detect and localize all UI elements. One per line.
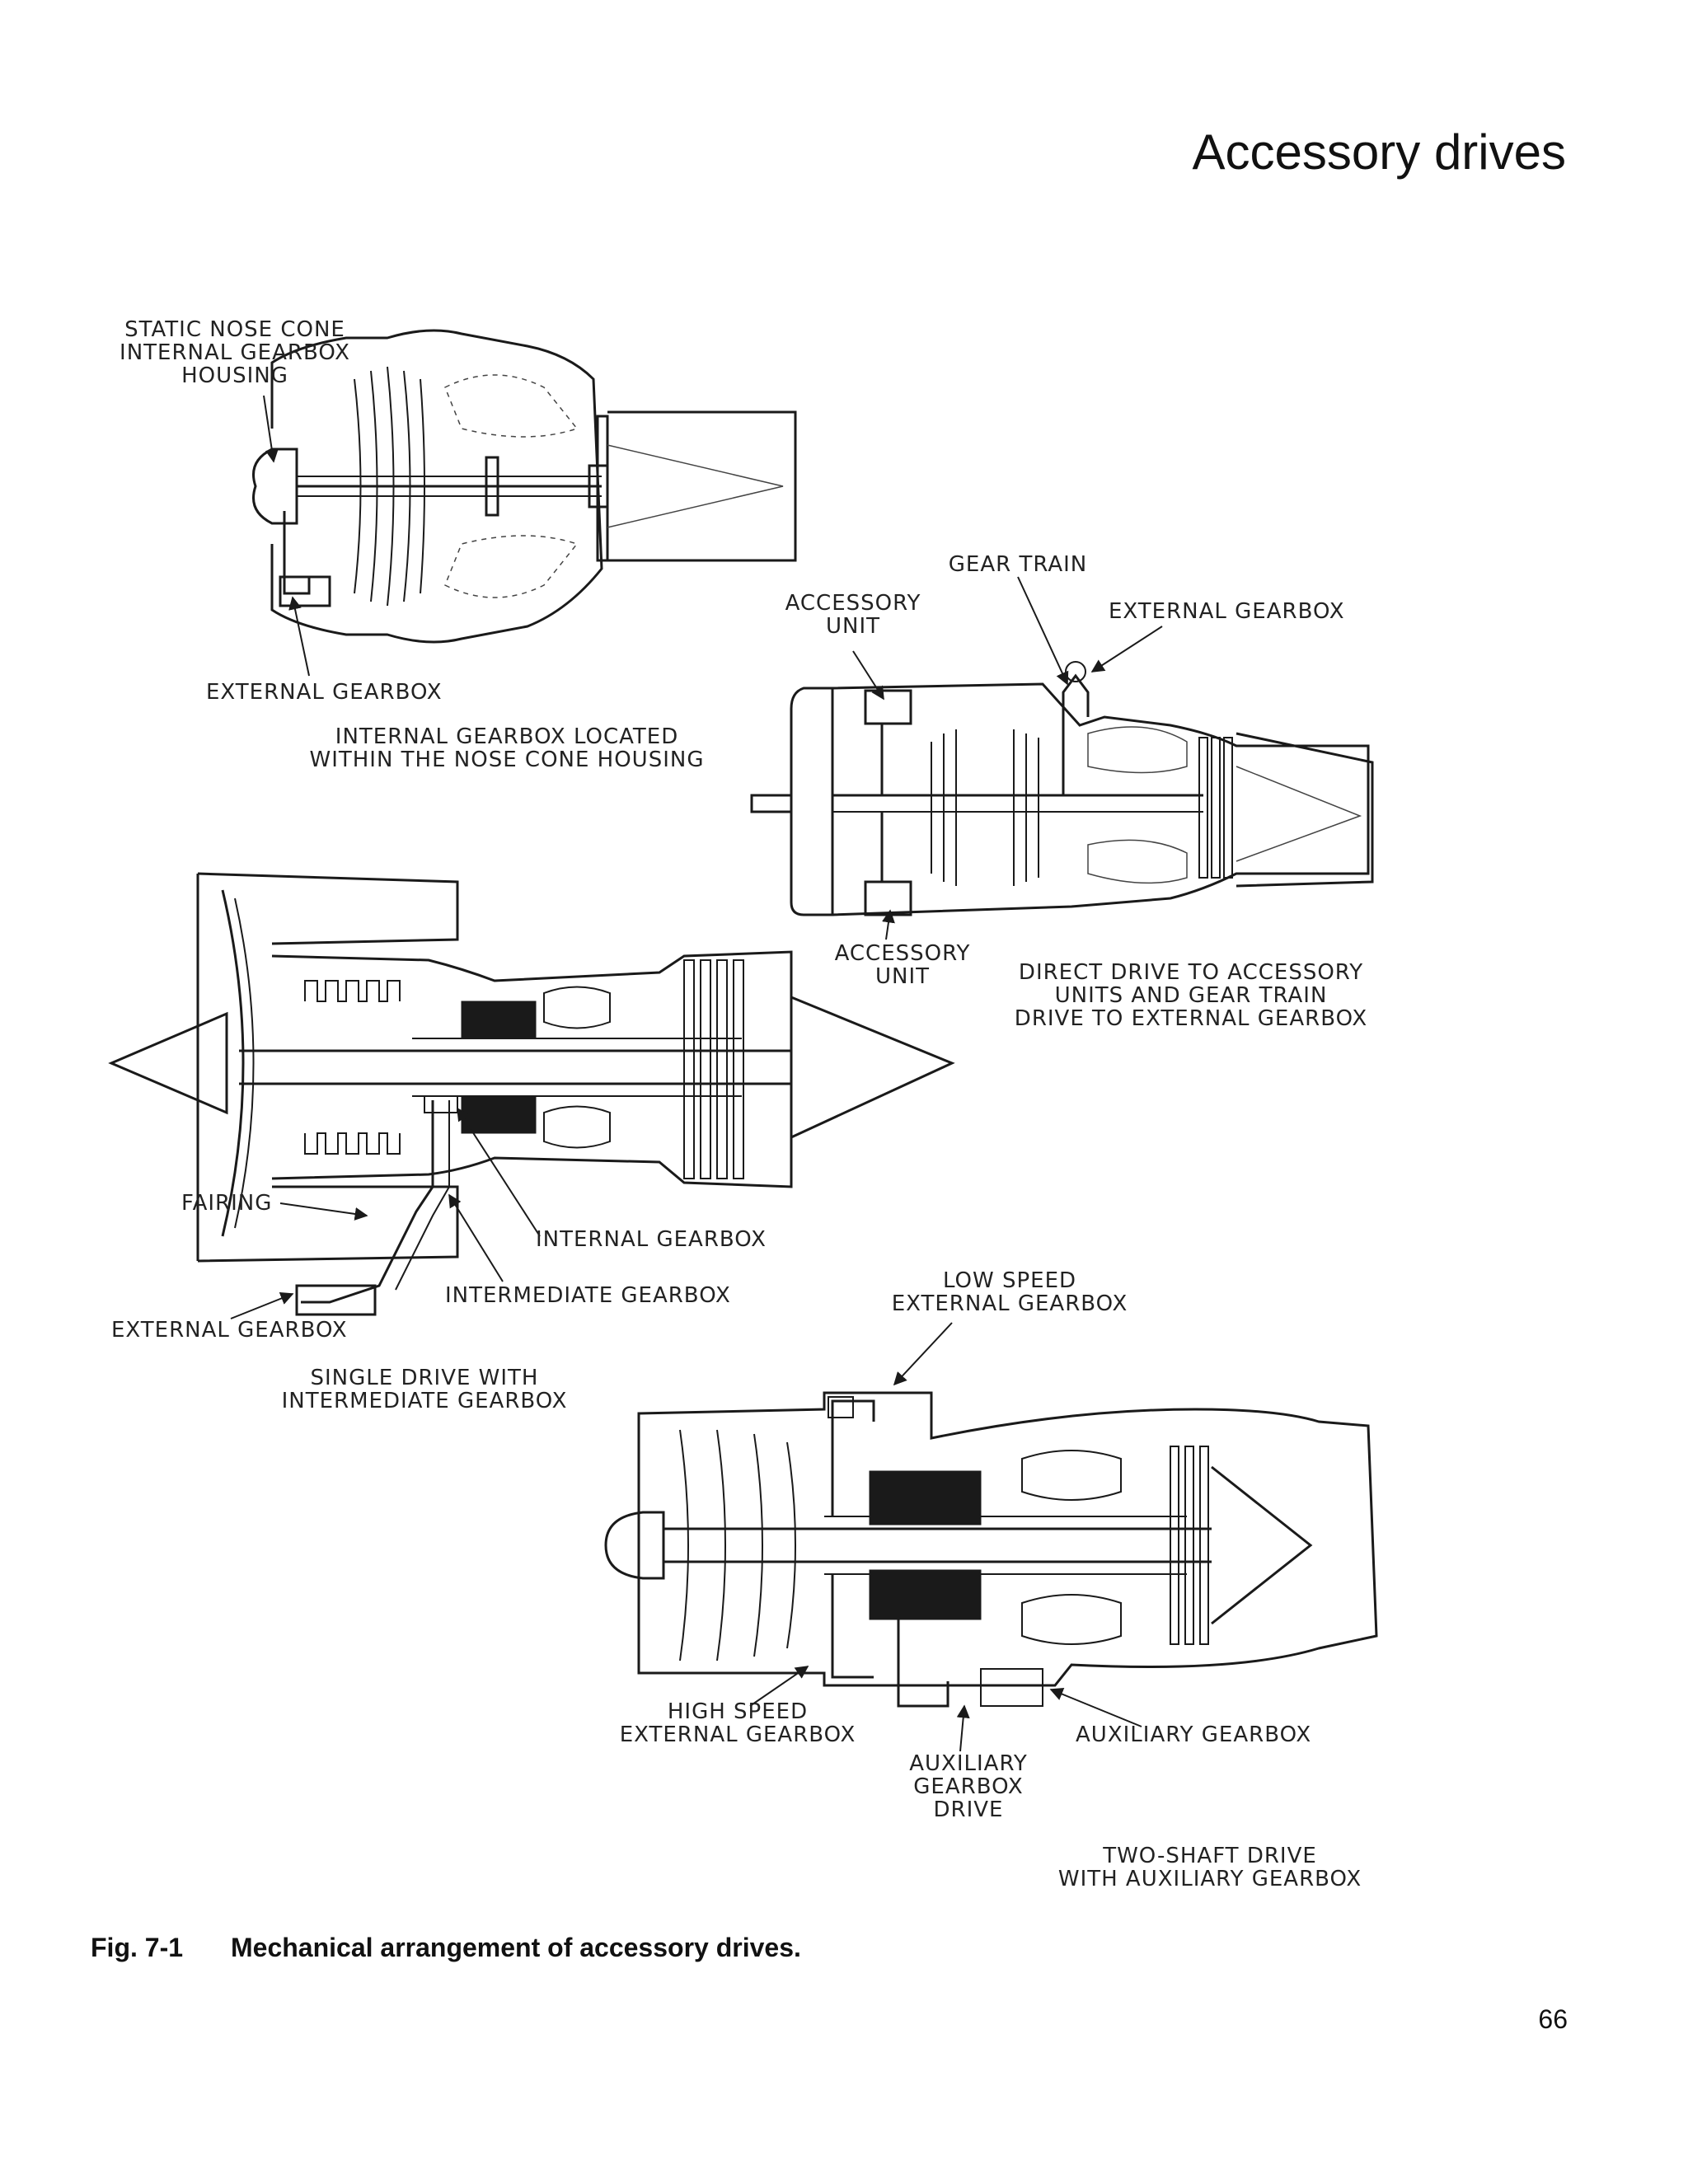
label-housing: HOUSING [181, 363, 288, 388]
figure-caption: Fig. 7-1 Mechanical arrangement of access… [91, 1933, 801, 1963]
caption-diagram1-line1: INTERNAL GEARBOX LOCATED [335, 724, 678, 749]
label-intermediate-gearbox: INTERMEDIATE GEARBOX [445, 1283, 731, 1308]
figure-caption-text: Mechanical arrangement of accessory driv… [231, 1933, 801, 1962]
caption-diagram3-line2: INTERMEDIATE GEARBOX [282, 1389, 568, 1413]
label-gear-train: GEAR TRAIN [949, 552, 1088, 577]
diagram-internal-gearbox-nose-cone: STATIC NOSE CONE INTERNAL GEARBOX HOUSIN… [120, 317, 797, 772]
label-aux-drive-1: AUXILIARY [909, 1751, 1028, 1776]
caption-diagram2-line3: DRIVE TO EXTERNAL GEARBOX [1015, 1006, 1367, 1031]
caption-diagram2-line1: DIRECT DRIVE TO ACCESSORY [1019, 960, 1363, 985]
label-accessory-unit-top-2: UNIT [826, 614, 880, 639]
label-accessory-unit-bottom-1: ACCESSORY [835, 941, 971, 966]
label-high-speed-2: EXTERNAL GEARBOX [620, 1722, 856, 1747]
label-aux-drive-2: GEARBOX [913, 1774, 1023, 1799]
label-external-gearbox-1: EXTERNAL GEARBOX [206, 680, 443, 705]
label-fairing: FAIRING [181, 1191, 272, 1216]
label-low-speed-1: LOW SPEED [943, 1268, 1076, 1293]
label-external-gearbox-3: EXTERNAL GEARBOX [111, 1318, 348, 1343]
label-accessory-unit-top-1: ACCESSORY [785, 591, 921, 616]
page-number: 66 [1538, 2004, 1568, 2034]
label-external-gearbox-2: EXTERNAL GEARBOX [1109, 599, 1345, 624]
label-internal-gearbox: INTERNAL GEARBOX [120, 340, 350, 365]
label-internal-gearbox: INTERNAL GEARBOX [536, 1227, 767, 1252]
label-low-speed-2: EXTERNAL GEARBOX [892, 1291, 1128, 1316]
label-accessory-unit-bottom-2: UNIT [875, 964, 930, 989]
caption-diagram2-line2: UNITS AND GEAR TRAIN [1055, 983, 1328, 1008]
diagram-single-drive-intermediate-gearbox: FAIRING INTERNAL GEARBOX INTERMEDIATE GE… [108, 872, 955, 1413]
label-auxiliary-gearbox: AUXILIARY GEARBOX [1076, 1722, 1311, 1747]
caption-diagram4-line1: TWO-SHAFT DRIVE [1102, 1844, 1317, 1868]
diagram-two-shaft-auxiliary-gearbox: LOW SPEED EXTERNAL GEARBOX HIGH SPEED EX… [604, 1268, 1378, 1891]
figure-number: Fig. 7-1 [91, 1933, 184, 1962]
caption-diagram3-line1: SINGLE DRIVE WITH [311, 1366, 539, 1390]
diagram-direct-drive-accessory-units: GEAR TRAIN ACCESSORY UNIT EXTERNAL GEARB… [750, 552, 1374, 1031]
caption-diagram1-line2: WITHIN THE NOSE CONE HOUSING [309, 748, 704, 772]
caption-diagram4-line2: WITH AUXILIARY GEARBOX [1058, 1867, 1362, 1891]
label-static-nose-cone: STATIC NOSE CONE [124, 317, 345, 342]
page-title: Accessory drives [1192, 124, 1566, 180]
label-aux-drive-3: DRIVE [934, 1797, 1004, 1822]
label-high-speed-1: HIGH SPEED [668, 1699, 808, 1724]
